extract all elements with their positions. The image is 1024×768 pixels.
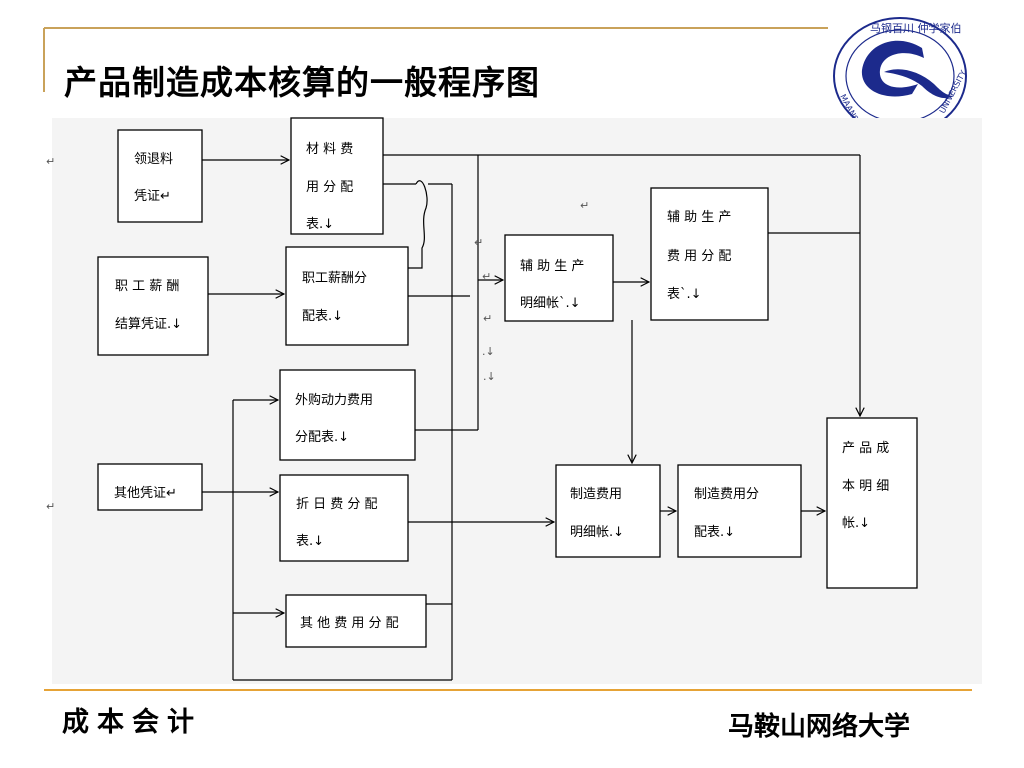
label-zhizao-mingxi-1: 制造费用 bbox=[570, 487, 622, 502]
connector-lines bbox=[202, 154, 860, 681]
label-cailiao-3: 表.↓ bbox=[306, 217, 334, 232]
label-zhizao-fenpei-2: 配表.↓ bbox=[694, 525, 735, 540]
box-lingtuiliao bbox=[117, 129, 203, 223]
box-zhizao-fenpei bbox=[677, 464, 802, 558]
label-qita-feiyong: 其 他 费 用 分 配 bbox=[300, 616, 399, 631]
label-fuzhu-fenpei-3: 表`.↓ bbox=[667, 287, 702, 302]
label-fuzhu-fenpei-1: 辅 助 生 产 bbox=[667, 210, 731, 225]
label-fuzhu-mingxi-1: 辅 助 生 产 bbox=[520, 259, 584, 274]
box-qita-feiyong bbox=[285, 594, 427, 648]
logo-text-top: 马钢百川 仲学家伯 bbox=[870, 21, 962, 35]
label-lingtuiliao-1: 领退料 bbox=[134, 152, 173, 167]
label-fuzhu-mingxi-2: 明细帐`.↓ bbox=[520, 296, 581, 311]
stray-mark-2: ↵ bbox=[46, 500, 55, 513]
slide-title: 产品制造成本核算的一般程序图 bbox=[64, 63, 540, 102]
footer-school-name: 马鞍山网络大学 bbox=[728, 712, 911, 742]
stray-mark-1: ↵ bbox=[46, 155, 55, 168]
footer-course-name: 成本会计 bbox=[62, 707, 202, 738]
label-zhigong-1: 职 工 薪 酬 bbox=[115, 279, 179, 294]
box-fuzhu-fenpei bbox=[650, 187, 769, 321]
stray-mark-7: ↵ bbox=[580, 199, 589, 212]
label-fuzhu-fenpei-2: 费 用 分 配 bbox=[667, 249, 731, 264]
box-cailiao bbox=[290, 117, 384, 235]
stray-mark-5: .↓ bbox=[482, 345, 495, 358]
box-xinchou bbox=[285, 246, 409, 346]
label-qita-pingzheng: 其他凭证↵ bbox=[114, 486, 177, 501]
label-lingtuiliao-2: 凭证↵ bbox=[134, 189, 171, 204]
label-waigou-2: 分配表.↓ bbox=[295, 430, 349, 445]
label-xinchou-1: 职工薪酬分 bbox=[302, 271, 367, 286]
label-zhizao-mingxi-2: 明细帐.↓ bbox=[570, 525, 624, 540]
label-chanpin-3: 帐.↓ bbox=[842, 516, 870, 531]
label-xinchou-2: 配表.↓ bbox=[302, 309, 343, 324]
label-chanpin-1: 产 品 成 bbox=[842, 441, 889, 456]
label-cailiao-1: 材 料 费 bbox=[306, 142, 353, 157]
label-zhejiu-1: 折 日 费 分 配 bbox=[296, 497, 378, 512]
label-zhizao-fenpei-1: 制造费用分 bbox=[694, 487, 759, 502]
label-zhigong-2: 结算凭证.↓ bbox=[115, 317, 182, 332]
label-waigou-1: 外购动力费用 bbox=[295, 392, 373, 408]
box-zhizao-mingxi bbox=[555, 464, 661, 558]
label-zhejiu-2: 表.↓ bbox=[296, 534, 324, 549]
label-cailiao-2: 用 分 配 bbox=[306, 180, 353, 195]
box-qita-pingzheng bbox=[97, 463, 203, 511]
box-zhigong bbox=[97, 256, 209, 356]
box-fuzhu-mingxi bbox=[504, 234, 614, 322]
diagram-panel bbox=[52, 118, 982, 684]
box-waigou bbox=[279, 369, 416, 461]
stray-mark-8: ↵ bbox=[482, 270, 491, 283]
label-chanpin-2: 本 明 细 bbox=[842, 479, 889, 494]
university-logo-icon: 马钢百川 仲学家伯 MAANSH UNIVERSITY bbox=[833, 17, 968, 122]
stray-mark-3: ↵ bbox=[474, 236, 483, 249]
box-chanpin bbox=[826, 417, 918, 589]
box-zhejiu bbox=[279, 474, 409, 562]
stray-mark-6: .↓ bbox=[483, 370, 496, 383]
stray-mark-4: ↵ bbox=[483, 312, 492, 325]
